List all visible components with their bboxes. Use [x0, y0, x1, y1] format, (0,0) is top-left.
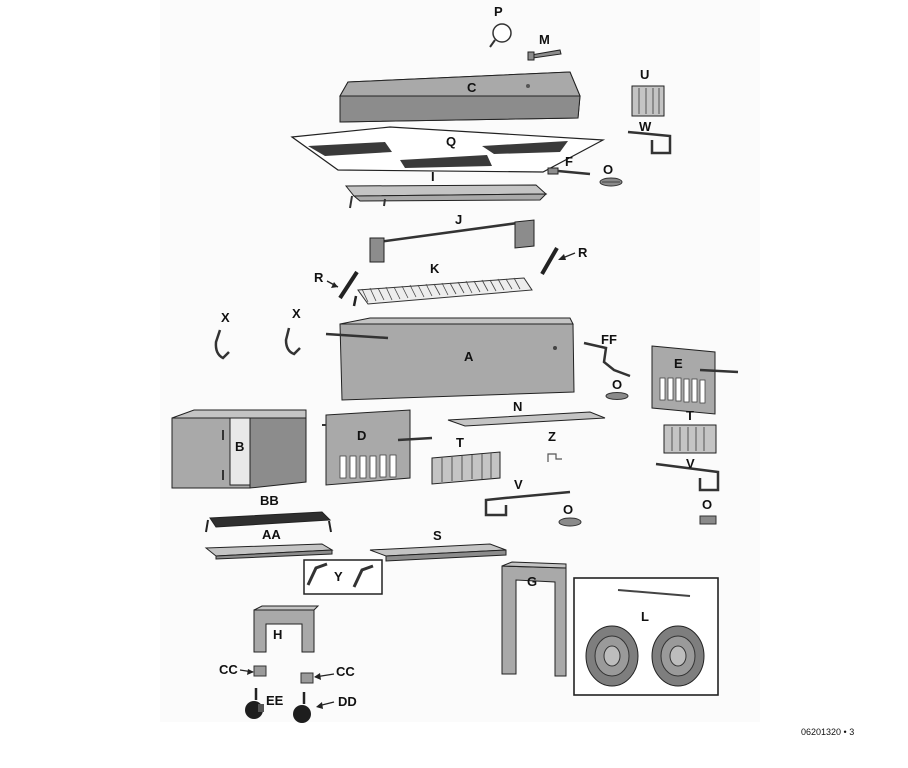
- label-cc-2: CC: [336, 664, 355, 679]
- part-a-firebox: [325, 317, 575, 401]
- label-v-2: V: [514, 477, 523, 492]
- part-y-brackets: [303, 559, 383, 595]
- label-aa: AA: [262, 527, 281, 542]
- page-footer: 06201320 • 3: [801, 727, 854, 737]
- label-o-2: O: [612, 377, 622, 392]
- part-o-knob-3: [558, 517, 582, 527]
- label-h: H: [273, 627, 282, 642]
- part-r-bracket-left: [326, 270, 359, 300]
- label-bb: BB: [260, 493, 279, 508]
- label-y: Y: [334, 569, 343, 584]
- label-l: L: [641, 609, 649, 624]
- label-n: N: [513, 399, 522, 414]
- label-o-1: O: [603, 162, 613, 177]
- label-q: Q: [446, 134, 456, 149]
- part-m-handle: [527, 49, 562, 61]
- label-ee: EE: [266, 693, 284, 708]
- part-l-wheels: [573, 577, 719, 696]
- part-g-leg-frame: [501, 561, 567, 677]
- label-e: E: [674, 356, 683, 371]
- part-q-cooking-grates: [290, 126, 606, 173]
- part-x-hook-left: [214, 329, 230, 360]
- part-j-rotisserie: [369, 219, 535, 263]
- part-ee-caster: [245, 688, 264, 719]
- part-k-cooking-grid: [352, 277, 533, 307]
- part-s-side-shelf: [369, 543, 507, 562]
- part-v-bracket-right: [655, 462, 720, 492]
- part-b-cabinet: [171, 409, 307, 489]
- part-i-warming-rack: [344, 184, 548, 209]
- label-o-4: O: [702, 497, 712, 512]
- part-o-knob-1: [599, 177, 623, 187]
- part-t-heat-tent-middle: [431, 451, 501, 485]
- label-ff: FF: [601, 332, 617, 347]
- part-cc-collar-left: [239, 665, 267, 677]
- part-e-side-door: [651, 345, 739, 415]
- part-u-heat-tent: [631, 85, 665, 117]
- label-v-1: V: [686, 456, 695, 471]
- part-p-thermometer: [489, 23, 512, 48]
- label-z: Z: [548, 429, 556, 444]
- label-c: C: [467, 80, 477, 95]
- label-cc-1: CC: [219, 662, 238, 677]
- part-w-bracket: [627, 130, 672, 155]
- label-b: B: [235, 439, 244, 454]
- part-x-hook-right: [284, 327, 301, 356]
- part-v-bracket-middle: [484, 490, 571, 517]
- part-f-ignitor: [547, 167, 591, 176]
- label-dd: DD: [338, 694, 357, 709]
- label-d: D: [357, 428, 366, 443]
- part-ff-crank: [583, 341, 631, 378]
- label-p: P: [494, 4, 503, 19]
- part-t-heat-tent-right: [663, 424, 717, 454]
- part-n-rack: [447, 411, 606, 427]
- label-k: K: [430, 261, 440, 276]
- label-i: I: [431, 169, 435, 184]
- part-aa-shelf: [204, 543, 334, 560]
- part-r-bracket-right: [540, 247, 576, 275]
- label-m: M: [539, 32, 550, 47]
- part-dd-caster: [293, 692, 335, 723]
- label-t-1: T: [686, 408, 694, 423]
- part-o-knob-2: [605, 392, 629, 400]
- part-h-leg-frame: [253, 605, 320, 653]
- label-r-1: R: [314, 270, 324, 285]
- part-c-hood-lid: [339, 71, 581, 123]
- label-a: A: [464, 349, 474, 364]
- part-d-front-door: [322, 409, 433, 486]
- label-f: F: [565, 154, 573, 169]
- label-g: G: [527, 574, 537, 589]
- part-z-clip: [547, 453, 562, 462]
- part-bb-bottom-rack: [205, 511, 332, 533]
- label-x-2: X: [292, 306, 301, 321]
- label-w: W: [639, 119, 652, 134]
- label-j: J: [455, 212, 462, 227]
- label-u: U: [640, 67, 649, 82]
- label-o-3: O: [563, 502, 573, 517]
- label-x-1: X: [221, 310, 230, 325]
- label-s: S: [433, 528, 442, 543]
- part-o-knob-4: [699, 515, 717, 525]
- label-t-2: T: [456, 435, 464, 450]
- label-r-2: R: [578, 245, 588, 260]
- part-cc-collar-right: [300, 672, 335, 684]
